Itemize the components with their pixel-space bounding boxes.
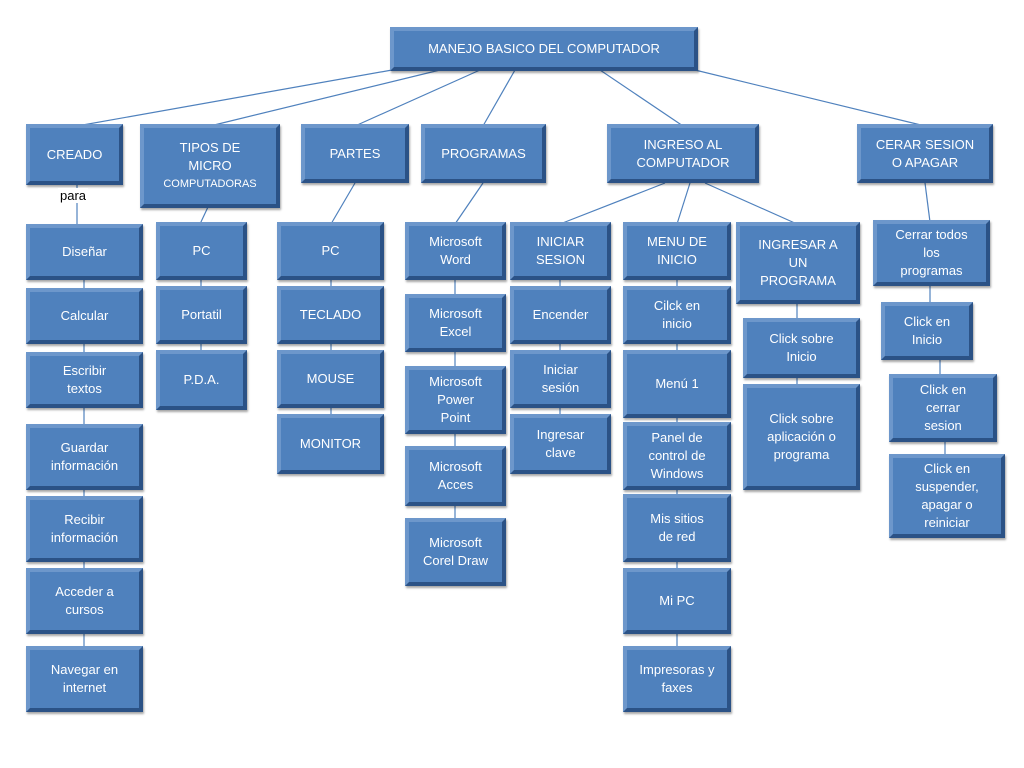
menu-inicio-item-1: Cilck en inicio xyxy=(623,286,731,344)
iniciar-sesion-item-2: Iniciar sesión xyxy=(510,350,611,408)
connector-label-para: para xyxy=(58,188,88,203)
programas-item-5: Microsoft Corel Draw xyxy=(405,518,506,586)
partes-item-3: MOUSE xyxy=(277,350,384,408)
creado-item-3: Escribir textos xyxy=(26,352,143,408)
menu-inicio-item-6: Impresoras y faxes xyxy=(623,646,731,712)
ingresar-programa-item-1: Click sobre Inicio xyxy=(743,318,860,378)
menu-inicio-box: MENU DE INICIO xyxy=(623,222,731,280)
menu-inicio-item-2: Menú 1 xyxy=(623,350,731,418)
creado-item-4: Guardar información xyxy=(26,424,143,490)
menu-inicio-item-5: Mi PC xyxy=(623,568,731,634)
ingresar-programa-box: INGRESAR A UN PROGRAMA xyxy=(736,222,860,304)
programas-item-2: Microsoft Excel xyxy=(405,294,506,352)
creado-item-5: Recibir información xyxy=(26,496,143,562)
branch-tipos: TIPOS DE MICRO COMPUTADORAS xyxy=(140,124,280,208)
partes-item-2: TECLADO xyxy=(277,286,384,344)
tipos-item-2: Portatil xyxy=(156,286,247,344)
partes-item-1: PC xyxy=(277,222,384,280)
partes-item-4: MONITOR xyxy=(277,414,384,474)
menu-inicio-item-3: Panel de control de Windows xyxy=(623,422,731,490)
creado-item-1: Diseñar xyxy=(26,224,143,280)
tipos-item-3: P.D.A. xyxy=(156,350,247,410)
creado-item-7: Navegar en internet xyxy=(26,646,143,712)
ingresar-programa-item-2: Click sobre aplicación o programa xyxy=(743,384,860,490)
cerrar-item-4: Click en suspender, apagar o reiniciar xyxy=(889,454,1005,538)
branch-cerrar: CERAR SESION O APAGAR xyxy=(857,124,993,183)
root-title-box: MANEJO BASICO DEL COMPUTADOR xyxy=(390,27,698,71)
branch-ingreso: INGRESO AL COMPUTADOR xyxy=(607,124,759,183)
branch-programas: PROGRAMAS xyxy=(421,124,546,183)
tipos-item-1: PC xyxy=(156,222,247,280)
iniciar-sesion-item-3: Ingresar clave xyxy=(510,414,611,474)
iniciar-sesion-item-1: Encender xyxy=(510,286,611,344)
programas-item-1: Microsoft Word xyxy=(405,222,506,280)
root-title: MANEJO BASICO DEL COMPUTADOR xyxy=(428,41,660,56)
branch-partes: PARTES xyxy=(301,124,409,183)
creado-item-6: Acceder a cursos xyxy=(26,568,143,634)
iniciar-sesion-box: INICIAR SESION xyxy=(510,222,611,280)
creado-item-2: Calcular xyxy=(26,288,143,344)
programas-item-3: Microsoft Power Point xyxy=(405,366,506,434)
cerrar-item-3: Click en cerrar sesion xyxy=(889,374,997,442)
cerrar-item-2: Click en Inicio xyxy=(881,302,973,360)
branch-creado: CREADO xyxy=(26,124,123,185)
programas-item-4: Microsoft Acces xyxy=(405,446,506,506)
cerrar-item-1: Cerrar todos los programas xyxy=(873,220,990,286)
menu-inicio-item-4: Mis sitios de red xyxy=(623,494,731,562)
